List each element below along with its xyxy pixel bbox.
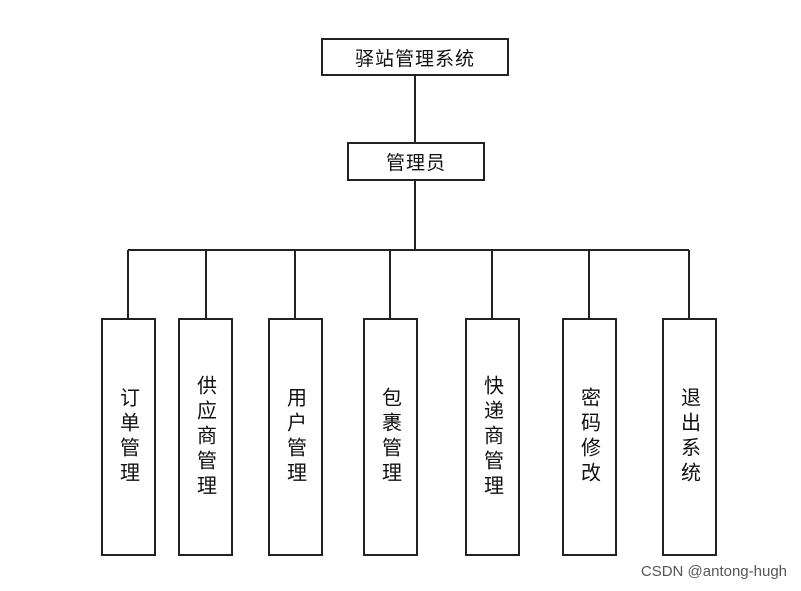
leaf-label: 快递商管理: [480, 374, 505, 500]
leaf-label: 用户管理: [283, 387, 308, 487]
leaf-node-supplier-management: 供应商管理: [178, 318, 233, 556]
leaf-label: 订单管理: [116, 387, 141, 487]
leaf-label: 包裹管理: [378, 387, 403, 487]
leaf-node-courier-management: 快递商管理: [465, 318, 520, 556]
leaf-node-exit-system: 退出系统: [662, 318, 717, 556]
root-node: 驿站管理系统: [321, 38, 509, 76]
leaf-node-package-management: 包裹管理: [363, 318, 418, 556]
leaf-label: 密码修改: [577, 387, 602, 487]
admin-node-label: 管理员: [385, 152, 446, 174]
watermark: CSDN @antong-hugh: [640, 563, 787, 580]
leaf-label: 退出系统: [677, 387, 702, 487]
root-node-label: 驿站管理系统: [354, 47, 475, 70]
leaf-node-user-management: 用户管理: [268, 318, 323, 556]
admin-node: 管理员: [347, 142, 485, 181]
leaf-node-order-management: 订单管理: [101, 318, 156, 556]
leaf-node-password-change: 密码修改: [562, 318, 617, 556]
leaf-label: 供应商管理: [193, 374, 218, 500]
